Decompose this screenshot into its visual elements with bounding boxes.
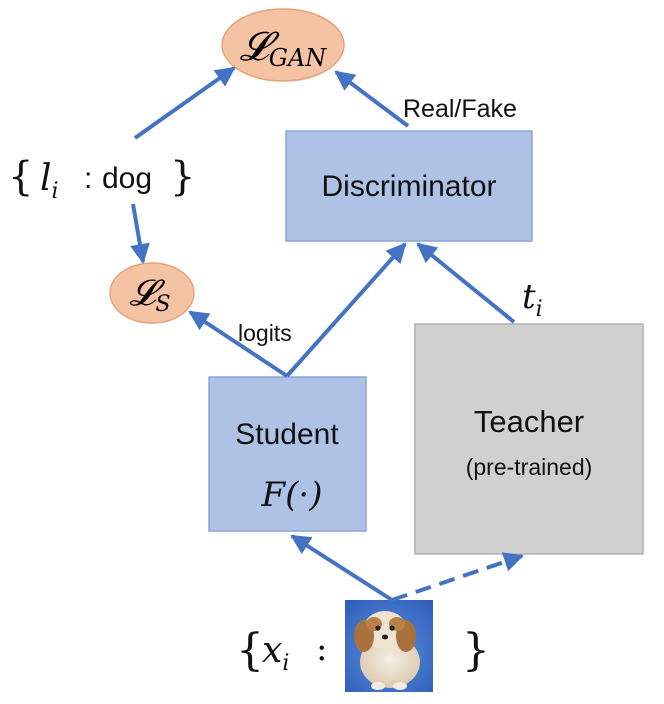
real-fake-label: Real/Fake (403, 95, 517, 123)
label-set-open-brace: { (8, 154, 33, 200)
student-box (208, 376, 367, 532)
loss-gan-node (221, 8, 345, 82)
arrow-discriminator-to-loss-gan (334, 70, 410, 128)
arrow-teacher-to-discriminator (416, 242, 516, 324)
teacher-label: Teacher (474, 404, 584, 439)
arrow-labels-to-loss-s (130, 203, 150, 264)
label-set-value: dog (102, 162, 152, 195)
discriminator-label: Discriminator (321, 170, 496, 203)
label-set-close-brace: } (170, 154, 195, 200)
label-set-separator: : (84, 162, 92, 195)
arrow-input-to-student (290, 534, 394, 602)
input-set-open-brace: { (236, 625, 264, 676)
student-label: Student (235, 418, 339, 451)
input-set-separator: : (316, 629, 327, 669)
teacher-box (414, 323, 644, 555)
teacher-output-label: ti (522, 277, 543, 322)
discriminator-box (285, 130, 533, 242)
puppy-photo-icon (345, 600, 433, 692)
input-set-close-brace: } (462, 625, 490, 676)
arrows (130, 66, 524, 602)
arrow-input-to-teacher (391, 552, 524, 602)
arrow-student-to-loss-s (188, 310, 289, 378)
loss-s-label: 𝓛S (129, 273, 170, 317)
student-formula: F(·) (261, 475, 323, 515)
input-set-variable: xi (262, 630, 289, 676)
arrow-labels-to-loss-gan (133, 66, 236, 140)
label-set-variable: li (40, 158, 59, 204)
logits-label: logits (238, 320, 292, 346)
teacher-note: (pre-trained) (466, 454, 593, 480)
arrow-student-to-discriminator (285, 242, 407, 378)
loss-s-node (109, 262, 195, 324)
